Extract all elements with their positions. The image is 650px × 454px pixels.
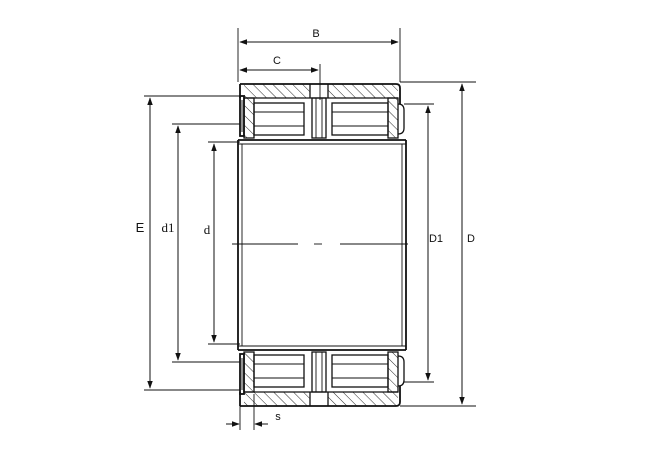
dimension-E — [144, 95, 240, 391]
label-C: C — [273, 55, 281, 67]
dimension-C — [239, 64, 321, 100]
label-E: E — [136, 220, 145, 235]
dimension-D1 — [404, 103, 434, 383]
dimension-s — [226, 394, 268, 430]
outer-ring-bottom — [239, 386, 401, 407]
dimension-d1 — [172, 123, 240, 363]
dimension-d — [208, 141, 240, 345]
outer-ring-top — [239, 83, 401, 104]
label-D: D — [467, 233, 475, 245]
rollers-top — [239, 95, 405, 139]
label-D1: D1 — [429, 233, 443, 245]
label-d1: d1 — [162, 220, 175, 235]
label-d: d — [204, 222, 211, 237]
label-s: s — [275, 411, 281, 423]
label-B: B — [312, 28, 319, 40]
dimension-D — [400, 81, 476, 407]
bore-outline — [232, 139, 408, 351]
dimension-B — [237, 28, 401, 82]
rollers-bottom — [239, 351, 405, 395]
